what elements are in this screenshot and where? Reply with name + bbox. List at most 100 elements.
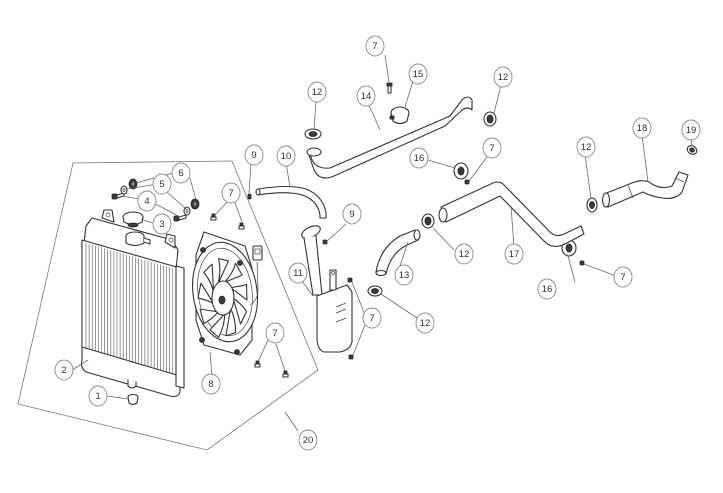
callout-screw[interactable]: 7 — [613, 266, 633, 288]
callout-hose-clamp[interactable]: 12 — [493, 66, 513, 88]
hose-clamp[interactable] — [483, 111, 497, 127]
screw[interactable] — [238, 222, 245, 230]
callout-short-hose[interactable]: 13 — [394, 264, 414, 286]
callout-bubble — [88, 385, 108, 407]
callout-bubble — [454, 243, 474, 265]
callout-number: 4 — [144, 196, 149, 207]
callout-pipe-clip[interactable]: 16 — [409, 147, 429, 169]
clip[interactable] — [247, 193, 252, 200]
callout-cooling-fan[interactable]: 8 — [201, 373, 221, 395]
callout-hose-bracket[interactable]: 15 — [408, 63, 428, 85]
callout-number: 15 — [413, 69, 424, 80]
fan-blade — [209, 313, 226, 338]
upper-hose[interactable] — [306, 96, 473, 179]
callout-bubble — [394, 264, 414, 286]
callout-number: 16 — [542, 284, 553, 295]
pipe-clip[interactable] — [453, 162, 469, 180]
callout-bubble — [307, 81, 327, 103]
callout-bubble — [152, 173, 172, 195]
washer[interactable] — [120, 185, 128, 195]
clip[interactable] — [322, 239, 328, 245]
screw[interactable] — [464, 179, 470, 185]
callout-number: 10 — [281, 151, 292, 162]
callout-bubble — [632, 117, 652, 139]
screw[interactable] — [282, 370, 289, 378]
callout-screw[interactable]: 7 — [362, 307, 382, 329]
overflow-hose[interactable] — [255, 185, 327, 219]
callout-radiator[interactable]: 2 — [54, 359, 74, 381]
callout-bubble — [613, 266, 633, 288]
hose-clamp[interactable] — [304, 128, 322, 140]
callout-number: 9 — [251, 150, 256, 161]
callout-bubble — [365, 35, 385, 57]
engine-hose[interactable] — [601, 171, 689, 208]
callout-bubble — [342, 203, 362, 225]
callout-hose-clamp[interactable]: 12 — [576, 136, 596, 158]
screw[interactable] — [348, 354, 354, 360]
hose-clamp[interactable] — [421, 213, 435, 229]
screw[interactable] — [347, 277, 353, 283]
callout-hose-clamp[interactable]: 12 — [307, 81, 327, 103]
callout-overflow-hose[interactable]: 10 — [276, 145, 296, 167]
drain-plug[interactable] — [127, 393, 139, 406]
screw[interactable] — [210, 213, 217, 221]
callout-lower-pipe[interactable]: 17 — [504, 243, 524, 265]
radiator-cap[interactable] — [122, 211, 144, 228]
bolt[interactable] — [173, 214, 187, 222]
callout-bubble — [415, 312, 435, 334]
callout-bubble — [356, 85, 376, 107]
callout-number: 7 — [620, 272, 625, 283]
callout-bubble — [265, 322, 285, 344]
callout-bubble — [537, 278, 557, 300]
callouts: 1234567777778991011121212121213141516161… — [54, 35, 701, 451]
callout-bubble — [152, 213, 172, 235]
callout-small-clamp[interactable]: 19 — [681, 119, 701, 141]
callout-number: 12 — [420, 318, 431, 329]
rubber-grommet[interactable] — [190, 198, 200, 210]
callout-bubble — [681, 119, 701, 141]
hose-clamp[interactable] — [586, 197, 598, 213]
callout-number: 12 — [498, 72, 509, 83]
lower-pipe[interactable] — [438, 181, 585, 247]
callout-screw[interactable]: 7 — [482, 137, 502, 159]
callout-rubber-grommet[interactable]: 6 — [171, 162, 191, 184]
callout-number: 2 — [61, 365, 66, 376]
screw[interactable] — [386, 82, 393, 94]
callout-bubble — [576, 136, 596, 158]
hose-clamp[interactable] — [367, 285, 383, 297]
small-clamp[interactable] — [686, 144, 699, 156]
rubber-grommet[interactable] — [128, 178, 138, 190]
callout-expansion-tank[interactable]: 11 — [288, 262, 308, 284]
callout-bubble — [408, 63, 428, 85]
callout-washer[interactable]: 5 — [152, 173, 172, 195]
cooling-fan[interactable] — [186, 231, 263, 356]
callout-drain-plug[interactable]: 1 — [88, 385, 108, 407]
screw[interactable] — [579, 260, 585, 266]
callout-upper-hose[interactable]: 14 — [356, 85, 376, 107]
callout-radiator-assembly[interactable]: 20 — [298, 429, 318, 451]
callout-number: 12 — [459, 249, 470, 260]
hose-bracket[interactable] — [389, 106, 410, 125]
callout-clip[interactable]: 9 — [342, 203, 362, 225]
callout-radiator-cap[interactable]: 3 — [152, 213, 172, 235]
callout-bubble — [221, 182, 241, 204]
callout-clip[interactable]: 9 — [244, 144, 264, 166]
radiator[interactable] — [80, 209, 185, 398]
callout-number: 6 — [178, 168, 183, 179]
callout-bolt[interactable]: 4 — [137, 190, 157, 212]
callout-engine-hose[interactable]: 18 — [632, 117, 652, 139]
callout-hose-clamp[interactable]: 12 — [454, 243, 474, 265]
callout-screw[interactable]: 7 — [221, 182, 241, 204]
short-hose[interactable] — [375, 229, 421, 277]
callout-number: 14 — [361, 91, 372, 102]
callout-number: 5 — [159, 179, 164, 190]
callout-screw[interactable]: 7 — [365, 35, 385, 57]
expansion-tank[interactable] — [300, 223, 353, 353]
leader-lines — [71, 54, 693, 432]
screw[interactable] — [254, 360, 261, 368]
callout-pipe-clip[interactable]: 16 — [537, 278, 557, 300]
callout-hose-clamp[interactable]: 12 — [415, 312, 435, 334]
callout-screw[interactable]: 7 — [265, 322, 285, 344]
radiator-fins — [85, 243, 177, 376]
